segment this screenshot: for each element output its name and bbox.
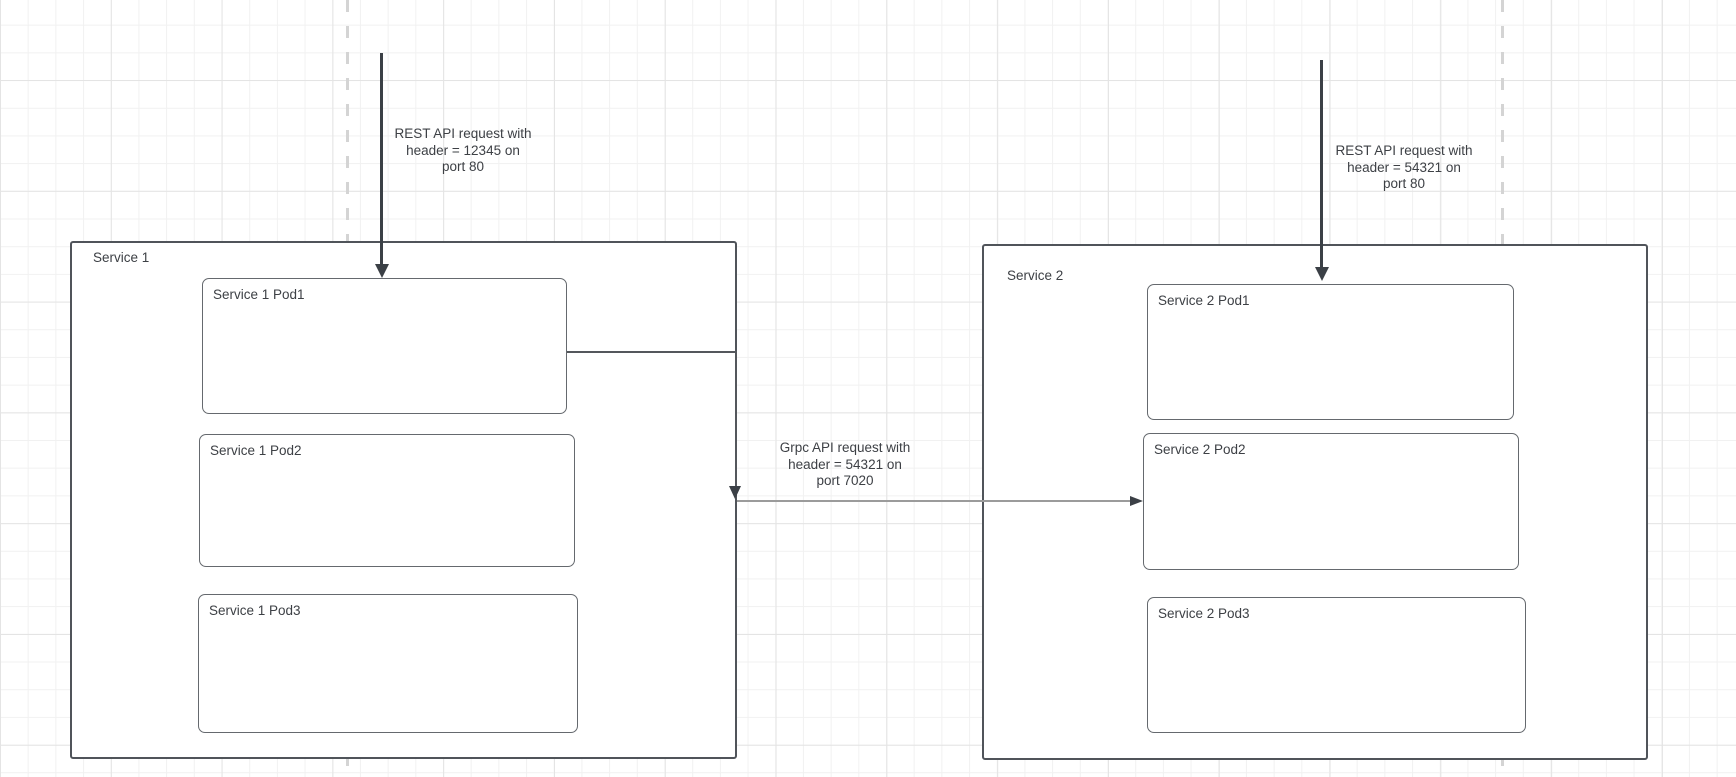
service2-pod1-label: Service 2 Pod1 xyxy=(1158,293,1250,308)
grpc-connector-gray-line[interactable] xyxy=(737,500,1130,502)
service2-pod2-label: Service 2 Pod2 xyxy=(1154,442,1246,457)
service2-pod2-box[interactable]: Service 2 Pod2 xyxy=(1143,433,1519,570)
grpc-connector-horizontal-segment[interactable] xyxy=(567,351,737,353)
grpc-request-label[interactable]: Grpc API request with header = 54321 on … xyxy=(779,440,911,488)
service2-pod3-label: Service 2 Pod3 xyxy=(1158,606,1250,621)
service1-pod1-box[interactable]: Service 1 Pod1 xyxy=(202,278,567,414)
grpc-connector-down-arrowhead-icon xyxy=(729,486,741,499)
rest-arrow-service1-arrowhead-icon xyxy=(374,264,389,278)
service2-pod3-box[interactable]: Service 2 Pod3 xyxy=(1147,597,1526,733)
rest-request-service1-label[interactable]: REST API request with header = 12345 on … xyxy=(394,126,532,174)
rest-arrow-service2[interactable] xyxy=(1320,60,1323,267)
service1-pod2-box[interactable]: Service 1 Pod2 xyxy=(199,434,575,567)
rest-arrow-service2-arrowhead-icon xyxy=(1314,267,1329,281)
service1-pod3-box[interactable]: Service 1 Pod3 xyxy=(198,594,578,733)
rest-request-service2-label[interactable]: REST API request with header = 54321 on … xyxy=(1335,143,1473,191)
service1-pod2-label: Service 1 Pod2 xyxy=(210,443,302,458)
rest-arrow-service1[interactable] xyxy=(380,53,383,265)
service2-label: Service 2 xyxy=(1007,268,1064,283)
service1-pod1-label: Service 1 Pod1 xyxy=(213,287,305,302)
service1-pod3-label: Service 1 Pod3 xyxy=(209,603,301,618)
service1-label: Service 1 xyxy=(93,250,150,265)
grpc-connector-vertical-segment[interactable] xyxy=(735,351,737,487)
service2-pod1-box[interactable]: Service 2 Pod1 xyxy=(1147,284,1514,420)
grpc-connector-right-arrowhead-icon xyxy=(1130,495,1143,506)
